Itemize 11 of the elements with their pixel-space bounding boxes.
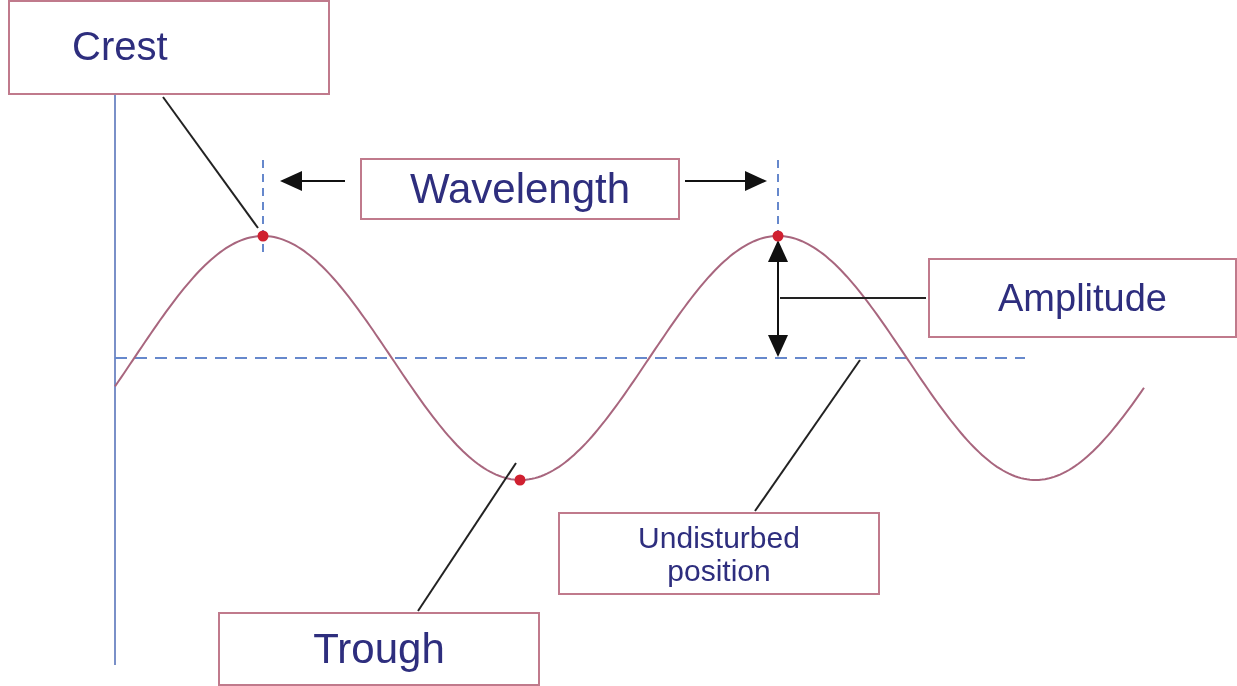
- point-marker: [257, 230, 269, 242]
- leader-line: [754, 359, 861, 512]
- text-label: Undisturbed position: [558, 512, 880, 595]
- point-marker: [514, 474, 526, 486]
- leader-line: [417, 462, 517, 612]
- leader-line: [162, 96, 259, 229]
- leader-line: [779, 297, 927, 299]
- text-label: Amplitude: [928, 258, 1237, 338]
- text-label: Trough: [218, 612, 540, 686]
- text-label: Crest: [8, 0, 330, 95]
- text-label: Wavelength: [360, 158, 680, 220]
